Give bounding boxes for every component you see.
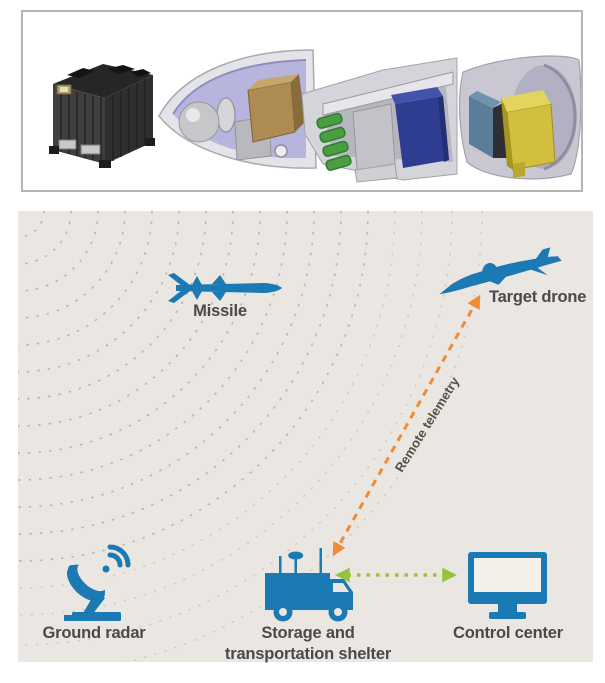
control-center-monitor-icon (468, 552, 547, 619)
missile-icon (168, 273, 282, 303)
hardware-gallery-art (49, 49, 581, 183)
seeker-nose-cutaway-render-icon (158, 49, 317, 169)
ground-radar-icon (64, 544, 131, 621)
shelter-label: Storage and transportation shelter (208, 623, 408, 665)
target-drone-icon (439, 247, 562, 295)
hardware-gallery-box (21, 10, 583, 192)
control-center-label: Control center (453, 624, 563, 642)
remote-telemetry-link (332, 294, 481, 557)
shelter-truck-icon (265, 548, 353, 622)
shelter-label-line2: transportation shelter (224, 645, 392, 663)
operations-diagram-art (18, 211, 562, 662)
shelter-label-line1: Storage and (261, 624, 355, 642)
payload-bay-cutaway-render-icon (458, 55, 581, 180)
missile-label: Missile (193, 302, 247, 320)
electronics-unit-render-icon (49, 64, 155, 168)
equipment-bay-cutaway-render-icon (301, 57, 458, 183)
operations-diagram-panel (18, 211, 593, 662)
target-drone-label: Target drone (489, 288, 587, 306)
ground-radar-label: Ground radar (42, 624, 146, 642)
